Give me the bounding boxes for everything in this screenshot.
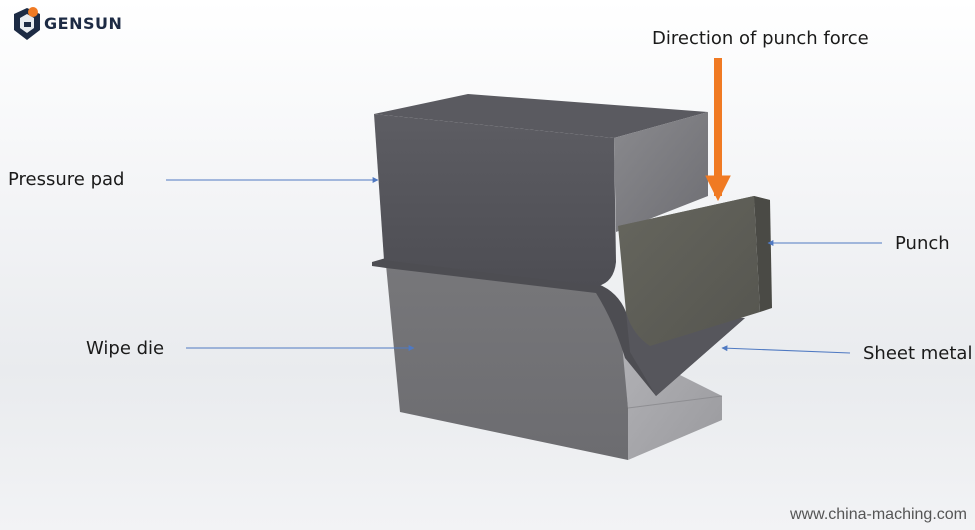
sheet-metal-leader-line [721, 345, 851, 354]
pressure-pad-label: Pressure pad [8, 169, 125, 190]
gensun-shield-logo-icon [14, 7, 40, 40]
wipe-die-label: Wipe die [86, 338, 165, 359]
punch-block [618, 196, 772, 346]
watermark-text: www.china-maching.com [790, 506, 967, 523]
brand-name: GENSUN [44, 14, 123, 33]
punch-label: Punch [895, 233, 950, 254]
punch-force-label: Direction of punch force [652, 28, 869, 49]
pressure-pad-block [374, 94, 708, 286]
sheet-metal-label: Sheet metal [863, 343, 973, 364]
